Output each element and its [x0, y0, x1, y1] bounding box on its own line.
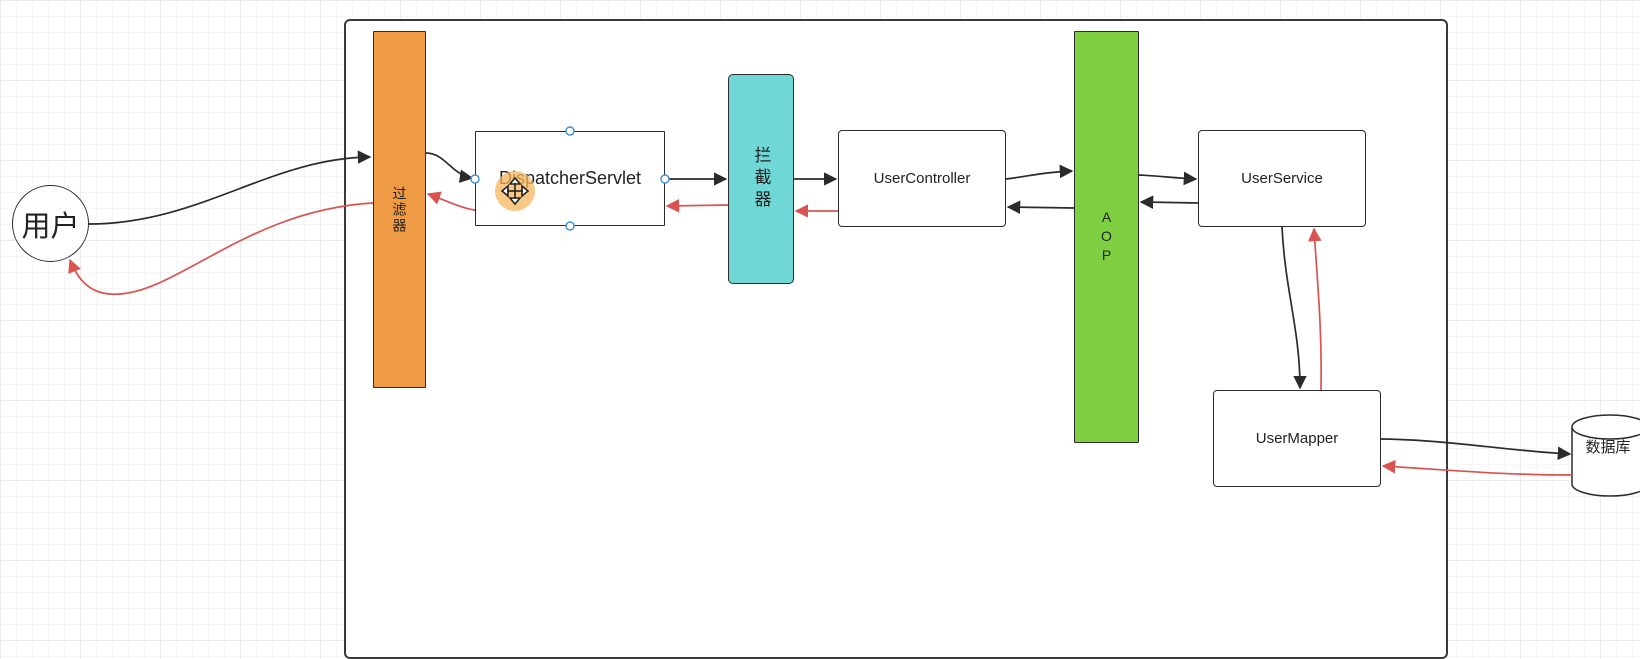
filter-label: 过滤器 — [391, 185, 408, 234]
handle-right[interactable] — [660, 174, 670, 184]
handle-bottom[interactable] — [565, 221, 575, 231]
edge-interceptor-to-dispatcher[interactable] — [665, 199, 729, 213]
edge-aop-to-controller[interactable] — [1006, 200, 1075, 214]
edge-mapper-to-database[interactable] — [1380, 438, 1572, 461]
canvas-frame — [344, 19, 1448, 659]
database-label: 数据库 — [1585, 439, 1631, 456]
connector-layer — [68, 126, 1573, 476]
user-controller-label: UserController — [873, 170, 971, 187]
database-node[interactable] — [1571, 414, 1640, 497]
edge-mapper-to-service[interactable] — [1308, 227, 1322, 391]
dispatcher-servlet-label: DispatcherServlet — [498, 168, 642, 188]
edge-filter-to-user[interactable] — [68, 202, 374, 296]
user-node[interactable]: 用户 — [12, 185, 89, 262]
user-service-node[interactable]: UserService — [1198, 130, 1366, 227]
user-mapper-node[interactable]: UserMapper — [1213, 390, 1381, 487]
edge-database-to-mapper[interactable] — [1381, 459, 1573, 476]
edge-dispatcher-to-filter[interactable] — [426, 191, 476, 211]
interceptor-label: 拦截器 — [751, 146, 771, 212]
selection-handles[interactable] — [470, 126, 670, 231]
edge-user-to-filter[interactable] — [88, 150, 372, 225]
move-cursor-icon — [495, 171, 535, 211]
user-mapper-label: UserMapper — [1255, 430, 1339, 447]
edge-filter-to-dispatcher[interactable] — [425, 152, 474, 183]
handle-left[interactable] — [470, 174, 480, 184]
handle-top[interactable] — [565, 126, 575, 136]
user-label: 用户 — [21, 210, 80, 243]
interceptor-node[interactable]: 拦截器 — [728, 74, 794, 284]
edge-service-to-aop[interactable] — [1139, 195, 1199, 210]
filter-node[interactable]: 过滤器 — [373, 31, 426, 388]
edge-service-to-mapper[interactable] — [1281, 226, 1307, 390]
edge-controller-to-aop[interactable] — [1005, 164, 1074, 180]
aop-node[interactable]: AOP — [1074, 31, 1139, 443]
shape-layer — [1571, 414, 1640, 497]
aop-label: AOP — [1098, 208, 1115, 266]
user-controller-node[interactable]: UserController — [838, 130, 1006, 227]
user-service-label: UserService — [1241, 170, 1323, 187]
edge-aop-to-service[interactable] — [1138, 171, 1198, 186]
